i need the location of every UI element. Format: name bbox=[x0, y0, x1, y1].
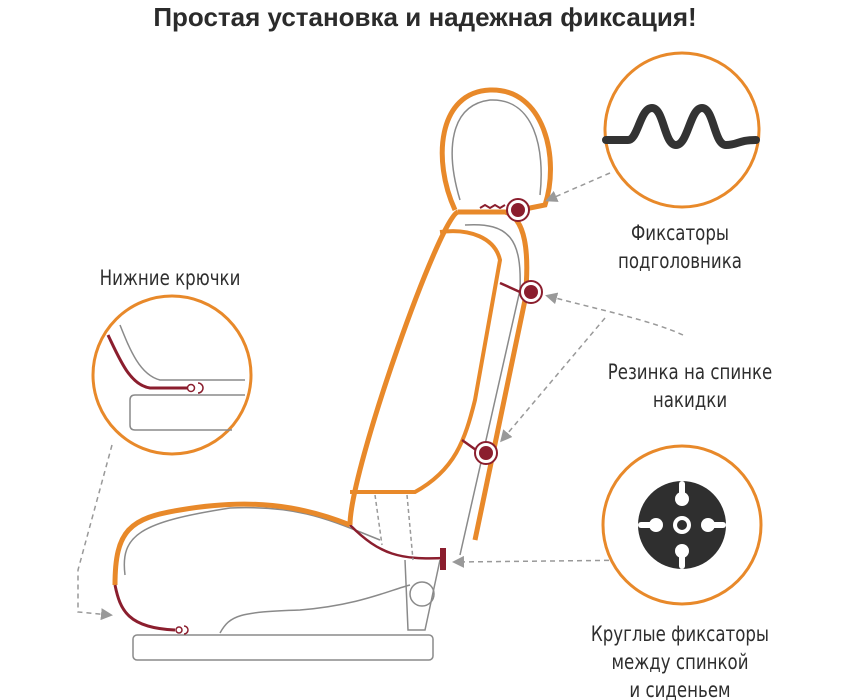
headrest-fixator-detail bbox=[602, 51, 761, 209]
round-fixator-mark bbox=[440, 548, 446, 570]
round-fixator-detail bbox=[601, 444, 763, 606]
lower-strap bbox=[113, 584, 176, 632]
seat-side-strap bbox=[349, 524, 446, 560]
backrest-panel bbox=[350, 229, 503, 494]
page-title: Простая установка и надежная фиксация! bbox=[153, 2, 697, 32]
label-line: Фиксаторы bbox=[630, 221, 730, 245]
backrest-inner bbox=[459, 223, 521, 556]
round-fixator-icon bbox=[638, 481, 726, 569]
headrest-fixators-label: Фиксаторы подголовника bbox=[592, 219, 768, 275]
lower-hooks-detail bbox=[91, 294, 253, 456]
label-line: и сиденьем bbox=[629, 678, 731, 700]
label-line: между спинкой bbox=[611, 650, 749, 674]
backrest-elastic-dot-lower bbox=[474, 441, 498, 465]
headrest-fixator-dot bbox=[506, 198, 530, 222]
backrest-elastic-dot-upper bbox=[519, 280, 543, 304]
headrest-inner bbox=[451, 99, 542, 201]
seat-frame bbox=[219, 584, 411, 634]
lower-hooks-label: Нижние крючки bbox=[99, 266, 241, 290]
label-line: накидки bbox=[652, 388, 728, 412]
seat-cushion-cover bbox=[112, 501, 351, 586]
round-fixators-label: Круглые фиксаторы между спинкой и сидень… bbox=[574, 620, 785, 700]
elastic-label: Резинка на спинке накидки bbox=[593, 358, 787, 414]
label-line: Резинка на спинке bbox=[607, 360, 773, 384]
seat-cushion-inner bbox=[123, 506, 381, 576]
seat-rail bbox=[132, 634, 434, 661]
headrest-cover bbox=[439, 87, 553, 213]
pivot-knob bbox=[409, 581, 435, 607]
label-line: Круглые фиксаторы bbox=[590, 622, 770, 646]
spring-icon bbox=[602, 104, 760, 149]
label-line: подголовника bbox=[618, 249, 742, 273]
